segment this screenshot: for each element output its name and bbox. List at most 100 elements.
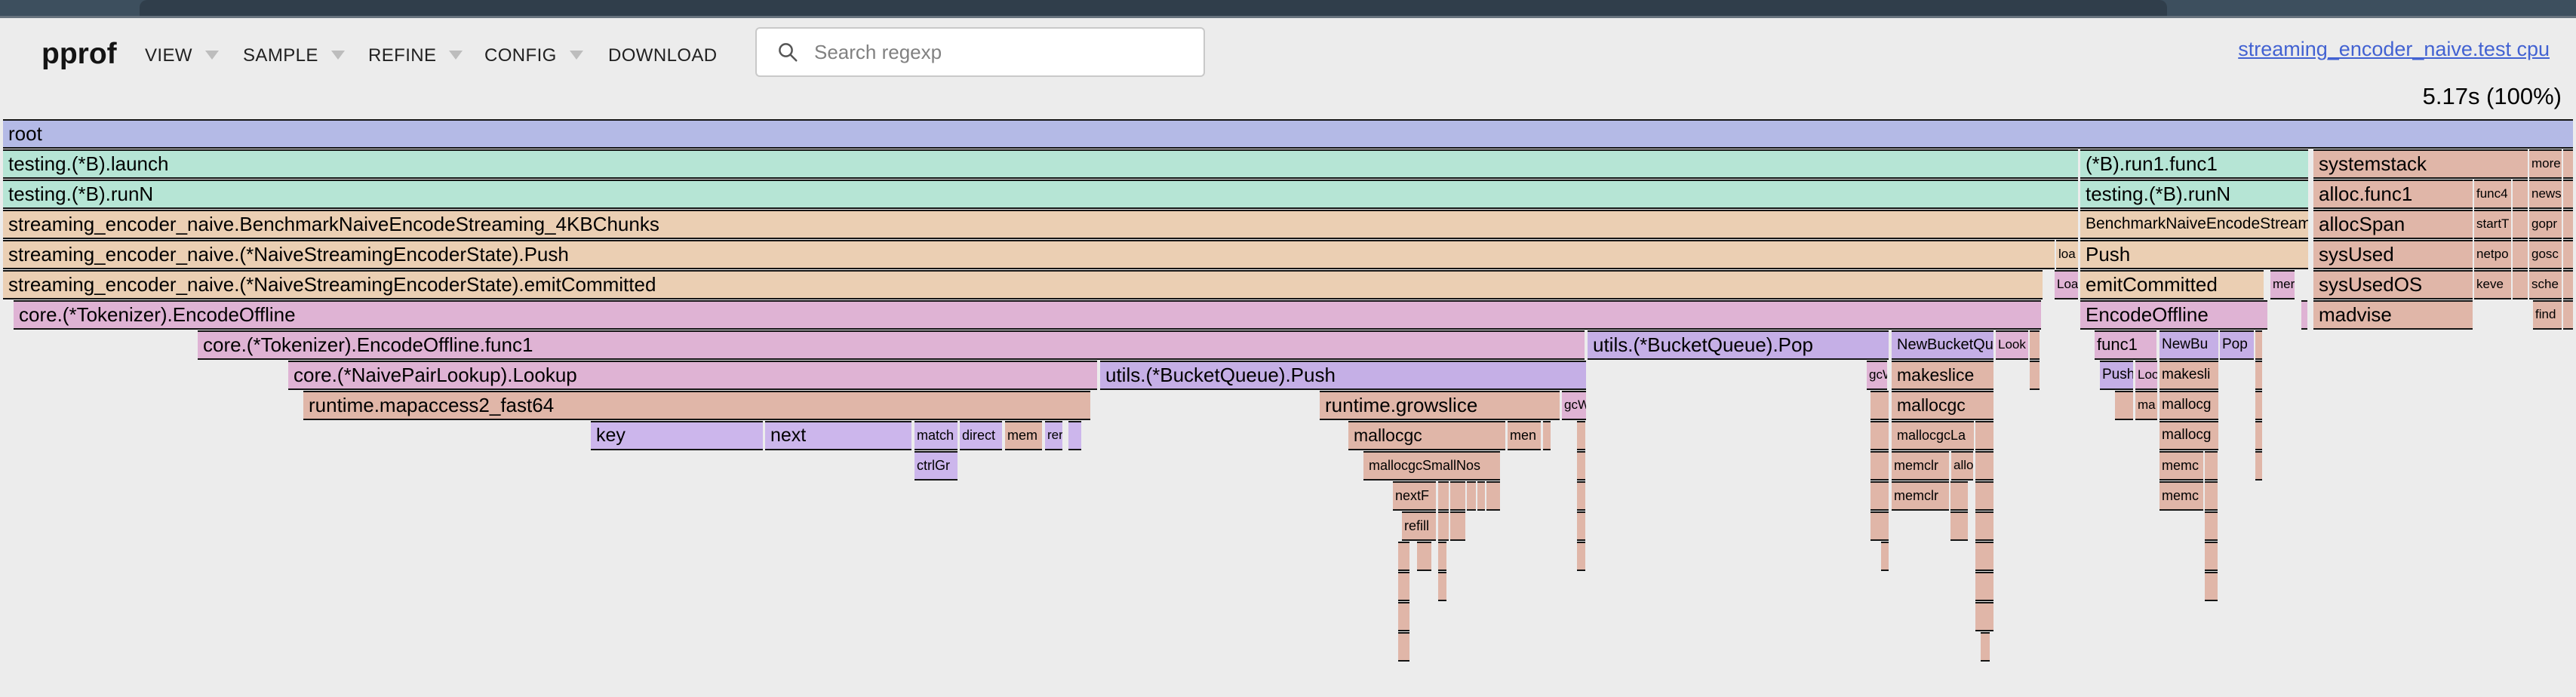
flame-cell[interactable] [1068, 421, 1081, 450]
flame-cell-allocspan[interactable]: allocSpan [2313, 210, 2473, 239]
flame-cell[interactable] [1438, 542, 1446, 571]
flame-cell-core-tokenizer-encodeoffline[interactable]: core.(*Tokenizer).EncodeOffline [14, 300, 2041, 330]
flame-cell-streaming-encoder-naive-naivestreamingencoderstate-emitcommitted[interactable]: streaming_encoder_naive.(*NaiveStreaming… [3, 270, 2043, 299]
flame-cell-netpo[interactable]: netpo [2474, 240, 2511, 269]
flame-cell-direct[interactable]: direct [960, 421, 1002, 450]
flame-cell[interactable] [2513, 210, 2528, 239]
flame-cell[interactable] [2563, 300, 2573, 330]
flame-cell[interactable] [1438, 572, 1446, 601]
flame-cell-loa[interactable]: loa [2056, 240, 2078, 269]
flame-cell[interactable] [1577, 451, 1585, 481]
flame-cell-push[interactable]: Push [2100, 361, 2133, 390]
flame-cell-mallocgc[interactable]: mallocgc [1892, 391, 1993, 420]
flame-cell[interactable] [1950, 511, 1968, 541]
flame-cell[interactable] [2563, 270, 2573, 299]
flame-cell-testing-b-runn[interactable]: testing.(*B).runN [3, 180, 2078, 209]
flame-cell[interactable] [1477, 481, 1485, 511]
flame-cell-pop[interactable]: Pop [2220, 330, 2254, 360]
flame-cell[interactable] [1543, 421, 1551, 450]
flame-cell-find[interactable]: find [2533, 300, 2562, 330]
flame-cell-sysusedos[interactable]: sysUsedOS [2313, 270, 2473, 299]
flame-cell-alloc-func1[interactable]: alloc.func1 [2313, 180, 2473, 209]
flame-cell[interactable] [1577, 421, 1585, 450]
menu-item-refine[interactable]: REFINE [368, 45, 463, 66]
flame-cell-next[interactable]: next [765, 421, 911, 450]
flame-cell[interactable] [1975, 421, 1993, 450]
flame-cell[interactable] [1975, 481, 1993, 511]
flame-cell[interactable] [1975, 572, 1993, 601]
flame-cell[interactable] [2205, 451, 2218, 481]
flame-cell-benchmarknaiveencodestream[interactable]: BenchmarkNaiveEncodeStream [2080, 210, 2308, 239]
search-input[interactable] [813, 39, 1178, 65]
flame-cell-mallocgcla[interactable]: mallocgcLa [1892, 421, 1974, 450]
flame-cell-makesli[interactable]: makesli [2159, 361, 2218, 390]
flame-cell-men[interactable]: men [1508, 421, 1541, 450]
flame-cell-systemstack[interactable]: systemstack [2313, 149, 2528, 179]
flame-cell-utils-bucketqueue-pop[interactable]: utils.(*BucketQueue).Pop [1588, 330, 1889, 360]
flame-cell[interactable] [2255, 421, 2262, 450]
flame-cell-allo[interactable]: allo [1951, 451, 1973, 481]
flame-cell-core-tokenizer-encodeoffline-func1[interactable]: core.(*Tokenizer).EncodeOffline.func1 [198, 330, 1585, 360]
flame-cell[interactable] [2513, 270, 2528, 299]
flame-cell-core-naivepairlookup-lookup[interactable]: core.(*NaivePairLookup).Lookup [288, 361, 1097, 390]
flame-cell-mallocg[interactable]: mallocg [2159, 421, 2218, 450]
flame-cell[interactable] [2563, 149, 2573, 179]
flame-cell[interactable] [1981, 632, 1990, 662]
flame-cell-mer[interactable]: mer [2270, 270, 2295, 299]
flame-cell[interactable] [2513, 240, 2528, 269]
flame-cell-news[interactable]: news [2529, 180, 2562, 209]
flame-cell[interactable] [1398, 602, 1409, 631]
flame-cell-startt[interactable]: startT [2474, 210, 2511, 239]
flame-cell-more[interactable]: more [2529, 149, 2562, 179]
flame-cell-ma[interactable]: ma [2135, 391, 2157, 420]
flame-cell-gosc[interactable]: gosc [2529, 240, 2562, 269]
flame-cell[interactable] [2255, 391, 2262, 420]
flame-cell-makeslice[interactable]: makeslice [1892, 361, 1993, 390]
flame-cell-sche[interactable]: sche [2529, 270, 2562, 299]
flame-cell-testing-b-runn[interactable]: testing.(*B).runN [2080, 180, 2308, 209]
flame-cell-gopr[interactable]: gopr [2529, 210, 2562, 239]
profile-link[interactable]: streaming_encoder_naive.test cpu [2238, 38, 2550, 60]
flame-cell[interactable] [2301, 300, 2307, 330]
menu-item-download[interactable]: DOWNLOAD [608, 45, 718, 66]
flame-cell[interactable] [1871, 391, 1889, 420]
flame-cell-loa[interactable]: Loa [2055, 270, 2078, 299]
flame-cell-streaming-encoder-naive-benchmarknaiveencodestreaming-4kbchunks[interactable]: streaming_encoder_naive.BenchmarkNaiveEn… [3, 210, 2078, 239]
flame-cell-mallocg[interactable]: mallocg [2159, 391, 2218, 420]
flame-cell-refill[interactable]: refill [1402, 511, 1436, 541]
flame-cell-utils-bucketqueue-push[interactable]: utils.(*BucketQueue).Push [1100, 361, 1586, 390]
flame-cell-emitcommitted[interactable]: emitCommitted [2080, 270, 2264, 299]
flame-cell-root[interactable]: root [3, 119, 2573, 149]
flame-cell[interactable] [1871, 511, 1889, 541]
flame-cell[interactable] [1577, 481, 1585, 511]
flame-cell-func4[interactable]: func4 [2474, 180, 2511, 209]
flame-cell[interactable] [1975, 451, 1993, 481]
flame-cell-runtime-growslice[interactable]: runtime.growslice [1320, 391, 1560, 420]
flame-cell[interactable] [2030, 361, 2040, 390]
flame-cell[interactable] [2205, 511, 2218, 541]
flame-cell[interactable] [2563, 210, 2573, 239]
flame-cell[interactable] [2205, 572, 2218, 601]
flame-cell-push[interactable]: Push [2080, 240, 2308, 269]
flame-cell-nextf[interactable]: nextF [1393, 481, 1436, 511]
flame-cell[interactable] [2255, 330, 2262, 360]
menu-item-config[interactable]: CONFIG [484, 45, 583, 66]
menu-item-sample[interactable]: SAMPLE [243, 45, 345, 66]
flame-cell-rer[interactable]: rer [1045, 421, 1062, 450]
flame-cell-keve[interactable]: keve [2474, 270, 2511, 299]
flame-cell[interactable] [1950, 481, 1968, 511]
flame-cell-memc[interactable]: memc [2159, 481, 2203, 511]
flame-cell[interactable] [1871, 481, 1889, 511]
flame-cell[interactable] [1486, 481, 1500, 511]
flame-cell-gcw[interactable]: gcW [1562, 391, 1586, 420]
flame-cell[interactable] [1467, 481, 1476, 511]
flame-cell[interactable] [2563, 180, 2573, 209]
flame-cell-madvise[interactable]: madvise [2313, 300, 2473, 330]
flame-cell[interactable] [1577, 542, 1585, 571]
flame-cell-loo[interactable]: Loo [2135, 361, 2157, 390]
flame-cell[interactable] [2205, 481, 2218, 511]
flame-cell-memc[interactable]: memc [2159, 451, 2203, 481]
search-box[interactable] [755, 27, 1205, 77]
menu-item-view[interactable]: VIEW [145, 45, 219, 66]
flame-cell-look[interactable]: Look [1996, 330, 2028, 360]
